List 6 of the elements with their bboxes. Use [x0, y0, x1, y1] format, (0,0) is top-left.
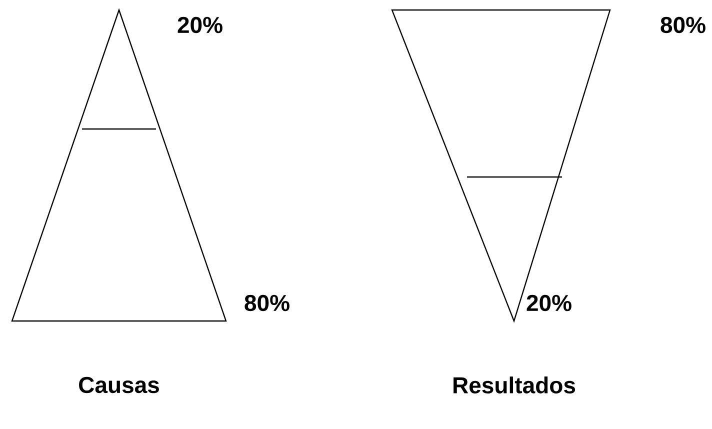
- percentage-label: 80%: [660, 16, 706, 34]
- percentage-label: 20%: [178, 16, 222, 34]
- percentage-label: 80%: [244, 294, 290, 312]
- caption-label: Causas: [79, 376, 159, 394]
- caption-label: Resultados: [454, 376, 576, 394]
- percentage-label: 20%: [526, 294, 572, 312]
